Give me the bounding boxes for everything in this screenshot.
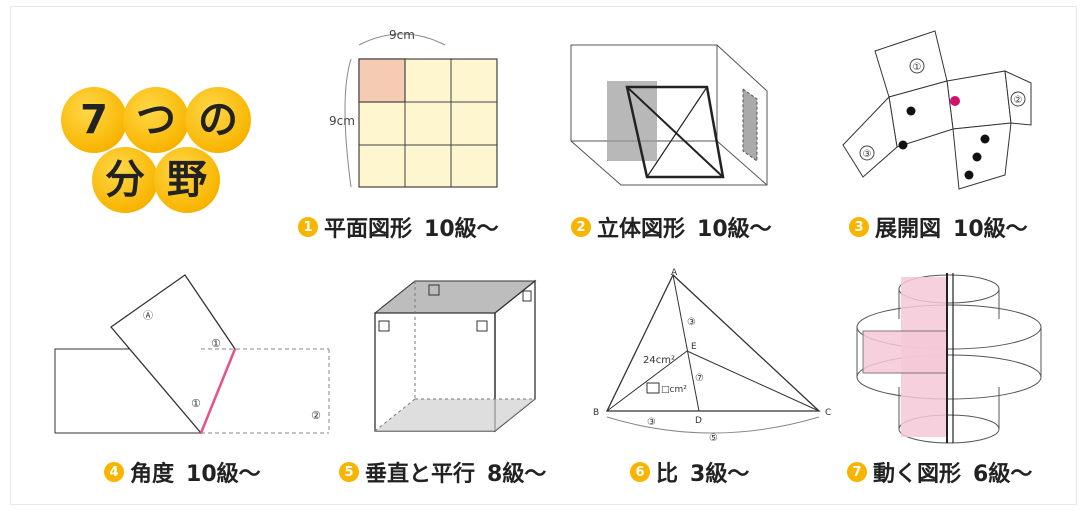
- angle-mark: Ⓐ: [143, 310, 153, 322]
- ratio-triangle: A B C D E 24cm² □cm² ③ ⑦ ③ ⑤: [593, 268, 831, 444]
- item-plane-figures: 1 平面図形 10級〜: [298, 211, 499, 243]
- item-nets: 3 展開図 10級〜: [849, 211, 1028, 243]
- vertex-label: A: [671, 268, 678, 278]
- angle-figure: Ⓐ ① ① ②: [54, 274, 330, 435]
- angle-mark: ①: [211, 337, 221, 350]
- vertex-label: C: [825, 408, 831, 418]
- grid-height-label: 9cm: [329, 114, 355, 128]
- cube-figure: [373, 279, 537, 433]
- ratio-label: ⑤: [709, 433, 718, 444]
- title-char: 分: [92, 147, 158, 213]
- vertex-label: E: [691, 342, 697, 352]
- area-label: □cm²: [661, 385, 687, 395]
- item-angles: 4 角度 10級〜: [104, 456, 261, 488]
- content-frame: 7 つ の 分 野 9cm 9cm 1 平面図形 10級〜 2 立体図形: [10, 6, 1077, 505]
- vertex-label: D: [695, 416, 702, 426]
- ratio-label: ③: [687, 317, 696, 328]
- title-char: つ: [123, 87, 189, 153]
- cube-net: ① ② ③: [842, 30, 1032, 190]
- angle-mark: ②: [311, 409, 321, 422]
- item-perpendicular-parallel: 5 垂直と平行 8級〜: [339, 456, 546, 488]
- solid-figure-box: [570, 44, 768, 186]
- item-ratio: 6 比 3級〜: [630, 456, 749, 488]
- vertex-label: B: [593, 408, 599, 418]
- net-symbol: ①: [913, 62, 922, 73]
- title-char: の: [185, 87, 251, 153]
- grid-width-label: 9cm: [389, 28, 415, 42]
- title-char: 野: [154, 147, 220, 213]
- ratio-label: ⑦: [695, 373, 704, 384]
- angle-mark: ①: [191, 397, 201, 410]
- plane-figure-grid: 9cm 9cm: [329, 28, 498, 188]
- item-solid-figures: 2 立体図形 10級〜: [571, 211, 772, 243]
- title-char: 7: [61, 87, 127, 153]
- net-symbol: ②: [1014, 95, 1023, 106]
- net-symbol: ③: [863, 149, 872, 160]
- item-moving-figures: 7 動く図形 6級〜: [847, 456, 1032, 488]
- area-label: 24cm²: [643, 355, 675, 366]
- ratio-label: ③: [647, 417, 656, 428]
- moving-figure: [856, 273, 1042, 444]
